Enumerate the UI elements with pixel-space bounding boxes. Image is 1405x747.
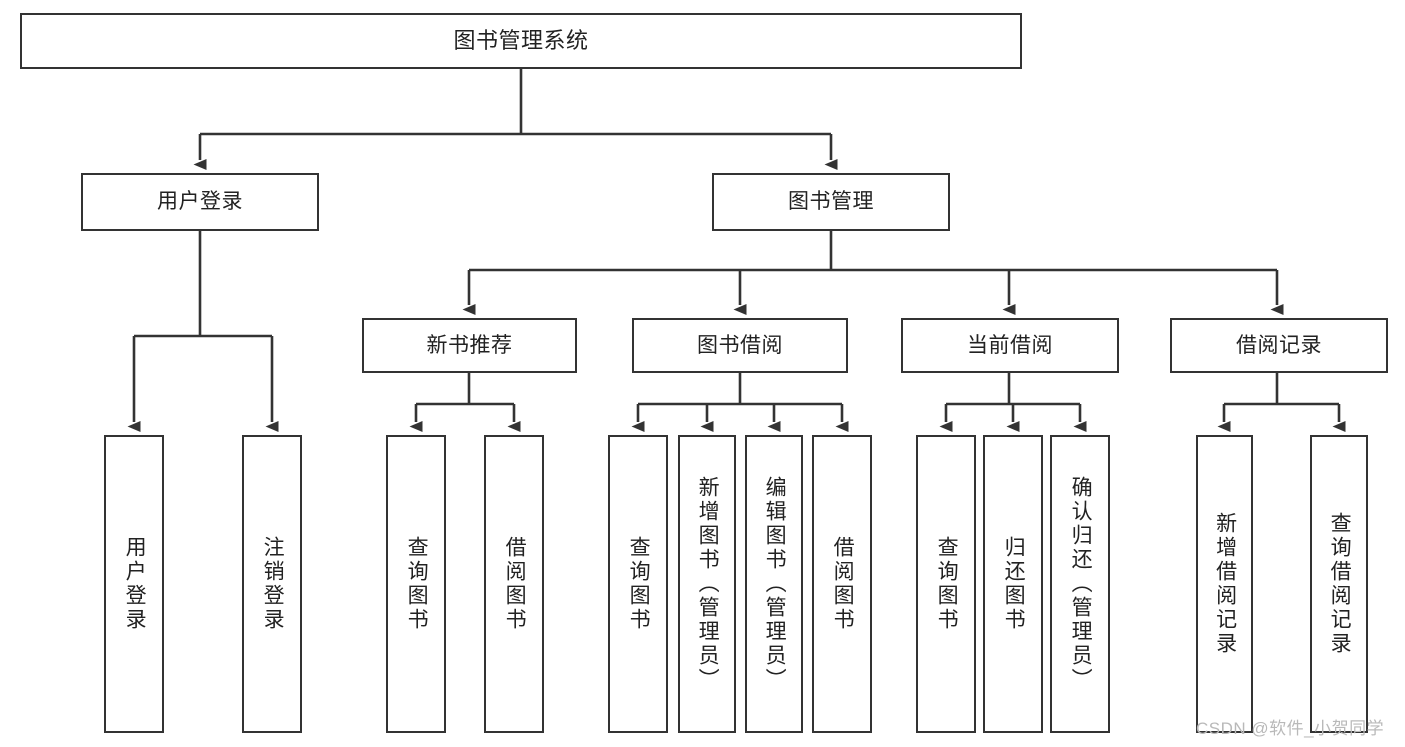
node-label: 当前借阅 — [967, 333, 1053, 357]
node-label: 查询借阅记录 — [1328, 512, 1352, 656]
node-label: 新增借阅记录 — [1213, 512, 1237, 656]
leaf-add-book-admin[interactable]: 新增图书（管理员） — [678, 435, 736, 733]
node-label: 借阅图书 — [503, 536, 527, 632]
node-label: 注销登录 — [261, 536, 285, 632]
leaf-borrow-books[interactable]: 借阅图书 — [812, 435, 872, 733]
leaf-edit-book-admin[interactable]: 编辑图书（管理员） — [745, 435, 803, 733]
leaf-return-books[interactable]: 归还图书 — [983, 435, 1043, 733]
leaf-user-login[interactable]: 用户登录 — [104, 435, 164, 733]
leaf-query-books-current[interactable]: 查询图书 — [916, 435, 976, 733]
node-current-borrow[interactable]: 当前借阅 — [901, 318, 1119, 373]
node-label: 借阅记录 — [1236, 333, 1322, 357]
node-root[interactable]: 图书管理系统 — [20, 13, 1022, 69]
leaf-confirm-return-admin[interactable]: 确认归还（管理员） — [1050, 435, 1110, 733]
node-label: 用户登录 — [157, 190, 243, 214]
node-label: 借阅图书 — [831, 536, 855, 632]
leaf-query-borrow-record[interactable]: 查询借阅记录 — [1310, 435, 1368, 733]
csdn-watermark: CSDN @软件_小贺同学 — [1196, 719, 1385, 738]
node-label: 用户登录 — [123, 536, 147, 632]
node-book-borrow[interactable]: 图书借阅 — [632, 318, 848, 373]
node-label: 图书管理系统 — [453, 27, 589, 53]
leaf-add-borrow-record[interactable]: 新增借阅记录 — [1196, 435, 1253, 733]
node-book-management[interactable]: 图书管理 — [712, 173, 950, 231]
node-new-book-recommend[interactable]: 新书推荐 — [362, 318, 577, 373]
leaf-borrow-books-recommend[interactable]: 借阅图书 — [484, 435, 544, 733]
leaf-logout-login[interactable]: 注销登录 — [242, 435, 302, 733]
node-label: 新增图书（管理员） — [696, 476, 720, 692]
node-label: 编辑图书（管理员） — [763, 476, 787, 692]
leaf-query-books-borrow[interactable]: 查询图书 — [608, 435, 668, 733]
node-label: 归还图书 — [1002, 536, 1026, 632]
node-label: 确认归还（管理员） — [1069, 476, 1093, 692]
node-label: 新书推荐 — [426, 333, 513, 357]
node-label: 查询图书 — [405, 536, 429, 632]
node-borrow-records[interactable]: 借阅记录 — [1170, 318, 1388, 373]
leaf-query-books-recommend[interactable]: 查询图书 — [386, 435, 446, 733]
node-label: 查询图书 — [935, 536, 959, 632]
node-label: 图书管理 — [788, 190, 874, 214]
node-label: 图书借阅 — [697, 333, 783, 357]
node-user-login[interactable]: 用户登录 — [81, 173, 319, 231]
node-label: 查询图书 — [627, 536, 651, 632]
